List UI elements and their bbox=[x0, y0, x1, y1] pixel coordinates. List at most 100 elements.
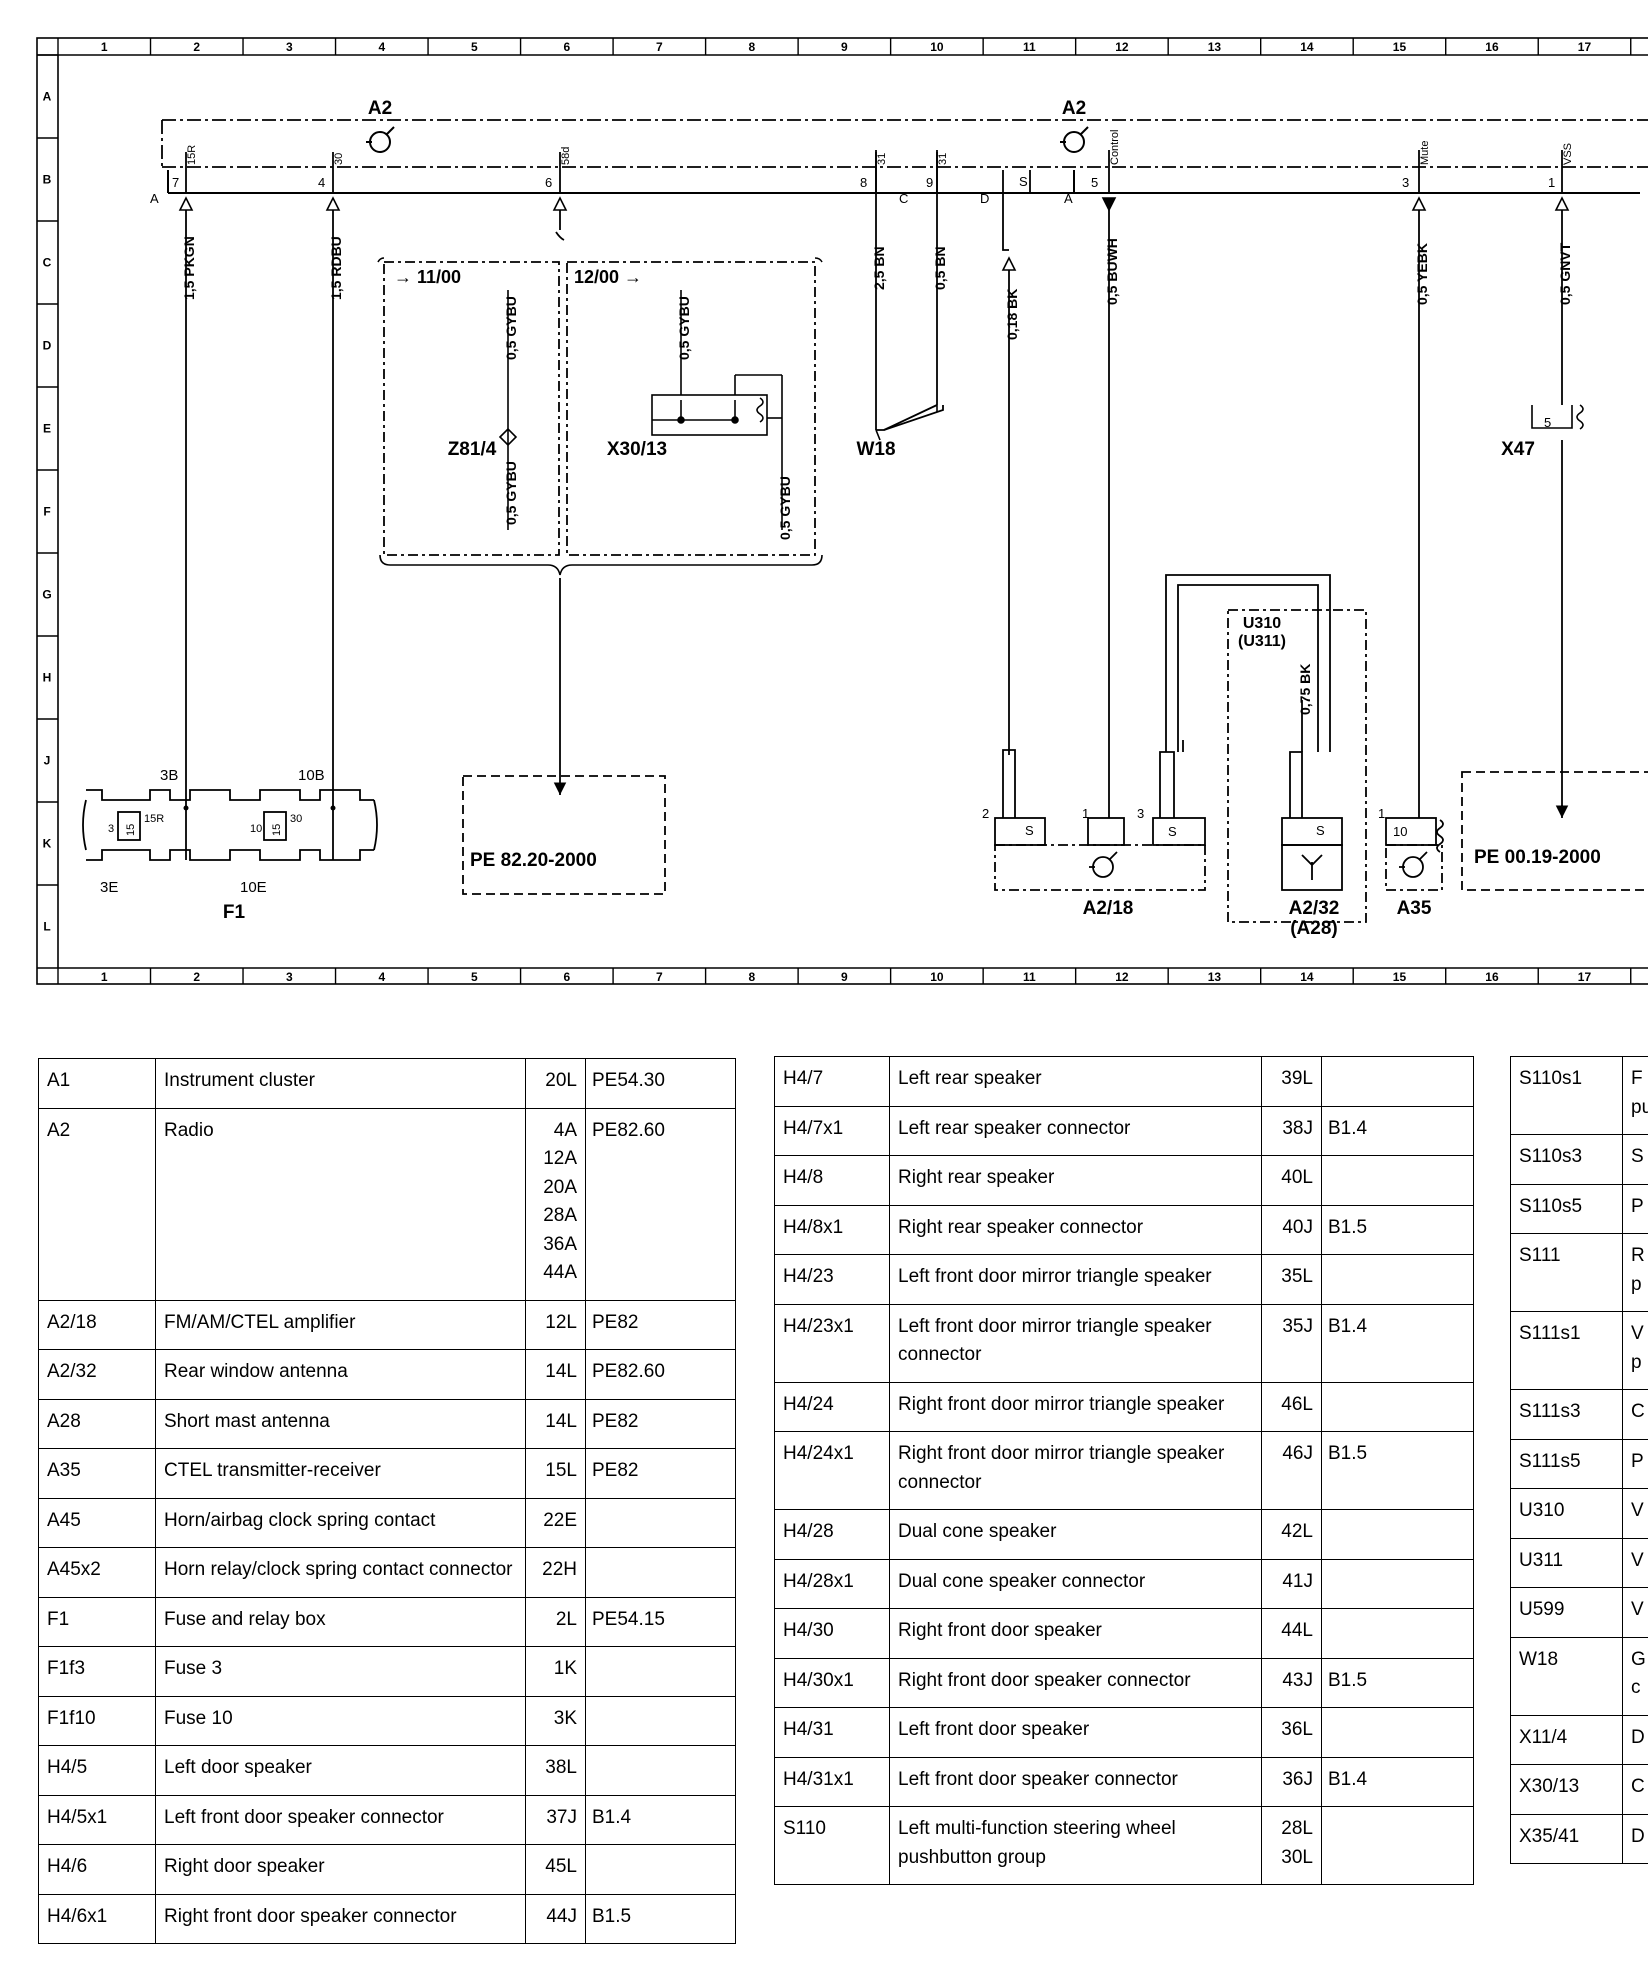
legend-page bbox=[585, 1497, 736, 1548]
legend-code: W18 bbox=[1510, 1636, 1623, 1716]
shield-s-1: S bbox=[1019, 174, 1028, 189]
legend-loc: 40J bbox=[1261, 1204, 1322, 1255]
legend-code: S110 bbox=[774, 1806, 890, 1885]
legend-desc: Fuse 3 bbox=[155, 1646, 526, 1697]
grid-column-label: 11 bbox=[1023, 40, 1036, 54]
legend-desc: Right front door speaker connector bbox=[889, 1657, 1262, 1708]
connector-d: D bbox=[980, 191, 989, 206]
legend-loc: 37J bbox=[525, 1794, 586, 1845]
legend-loc: 22E bbox=[525, 1497, 586, 1548]
legend-loc: 42L bbox=[1261, 1509, 1322, 1560]
component-a2-32: A2/32 bbox=[1289, 898, 1340, 919]
legend-page bbox=[585, 1547, 736, 1598]
wire-0-5-gybu-4: 0,5 GYBU bbox=[777, 476, 793, 540]
legend-code: H4/8 bbox=[774, 1155, 890, 1206]
legend-desc: D bbox=[1622, 1714, 1648, 1765]
pin-2-a2-18: 2 bbox=[982, 806, 989, 821]
legend-desc: Right front door mirror triangle speaker bbox=[889, 1381, 1262, 1432]
legend-desc: Horn/airbag clock spring contact bbox=[155, 1497, 526, 1548]
legend-loc: 36J bbox=[1261, 1756, 1322, 1807]
legend-desc: Right door speaker bbox=[155, 1844, 526, 1895]
legend-loc: 12L bbox=[525, 1299, 586, 1350]
grid-column-label: 13 bbox=[1208, 40, 1222, 54]
legend-loc: 39L bbox=[1261, 1056, 1322, 1107]
legend-code: H4/6x1 bbox=[38, 1893, 156, 1944]
legend-loc: 46J bbox=[1261, 1431, 1322, 1510]
legend-loc: 35L bbox=[1261, 1254, 1322, 1305]
legend-page bbox=[585, 1695, 736, 1746]
legend-code: A45x2 bbox=[38, 1547, 156, 1598]
pin-1-a2-18: 1 bbox=[1082, 806, 1089, 821]
legend-page bbox=[1321, 1806, 1474, 1885]
pin-mute: Mute bbox=[1419, 141, 1431, 165]
pin-6: 6 bbox=[545, 175, 552, 190]
pin-10-a35: 10 bbox=[1393, 824, 1407, 839]
wire-0-5-gybu-3: 0,5 GYBU bbox=[676, 296, 692, 360]
legend-desc: G c bbox=[1622, 1636, 1648, 1716]
legend-desc: Right front door speaker connector bbox=[155, 1893, 526, 1944]
grid-column-label: 13 bbox=[1208, 970, 1222, 984]
legend-page: PE82 bbox=[585, 1448, 736, 1499]
legend-desc: CTEL transmitter-receiver bbox=[155, 1448, 526, 1499]
legend-code: X11/4 bbox=[1510, 1714, 1623, 1765]
legend-desc: V bbox=[1622, 1537, 1648, 1588]
legend-desc: D bbox=[1622, 1813, 1648, 1864]
pin-3: 3 bbox=[1402, 175, 1409, 190]
legend-desc: Left front door speaker connector bbox=[889, 1756, 1262, 1807]
legend-page: B1.4 bbox=[1321, 1105, 1474, 1156]
legend-loc: 4A 12A 20A 28A 36A 44A bbox=[525, 1107, 586, 1301]
grid-column-label: 16 bbox=[1485, 40, 1499, 54]
grid-row-label: D bbox=[43, 339, 52, 353]
legend-code: H4/5x1 bbox=[38, 1794, 156, 1845]
legend-code: H4/31x1 bbox=[774, 1756, 890, 1807]
fuse-f10: 10 bbox=[250, 823, 262, 835]
grid-column-label: 6 bbox=[563, 40, 570, 54]
grid-column-label: 9 bbox=[841, 970, 848, 984]
legend-desc: Left rear speaker connector bbox=[889, 1105, 1262, 1156]
grid-column-label: 5 bbox=[471, 970, 478, 984]
connector-c: C bbox=[899, 191, 908, 206]
legend-desc: Rear window antenna bbox=[155, 1349, 526, 1400]
grid-column-label: 5 bbox=[471, 40, 478, 54]
legend-code: S111 bbox=[1510, 1233, 1623, 1312]
legend-code: A1 bbox=[38, 1058, 156, 1109]
legend-code: S110s1 bbox=[1510, 1056, 1623, 1135]
fuse-label-3b: 3B bbox=[160, 767, 178, 784]
legend-loc: 43J bbox=[1261, 1657, 1322, 1708]
legend-desc: Right front door mirror triangle speaker… bbox=[889, 1431, 1262, 1510]
legend-desc: Dual cone speaker connector bbox=[889, 1558, 1262, 1609]
legend-code: S111s3 bbox=[1510, 1389, 1623, 1440]
legend-page bbox=[1321, 1509, 1474, 1560]
legend-loc: 46L bbox=[1261, 1381, 1322, 1432]
legend-code: U310 bbox=[1510, 1488, 1623, 1539]
legend-page bbox=[1321, 1381, 1474, 1432]
fuse-30: 30 bbox=[290, 813, 302, 825]
fuse-label-10e: 10E bbox=[240, 879, 267, 896]
grid-row-label: F bbox=[43, 505, 50, 519]
legend-page: B1.4 bbox=[585, 1794, 736, 1845]
fuse-15-a: 15 bbox=[125, 824, 137, 836]
wire-0-5-gybu-2: 0,5 GYBU bbox=[503, 461, 519, 525]
legend-code: H4/28x1 bbox=[774, 1558, 890, 1609]
legend-loc: 40L bbox=[1261, 1155, 1322, 1206]
grid-column-label: 16 bbox=[1485, 970, 1499, 984]
legend-desc: Left front door mirror triangle speaker bbox=[889, 1254, 1262, 1305]
grid-row-label: A bbox=[43, 90, 52, 104]
component-a2-right: A2 bbox=[1062, 98, 1086, 119]
legend-code: A2/18 bbox=[38, 1299, 156, 1350]
grid-column-label: 15 bbox=[1393, 970, 1407, 984]
